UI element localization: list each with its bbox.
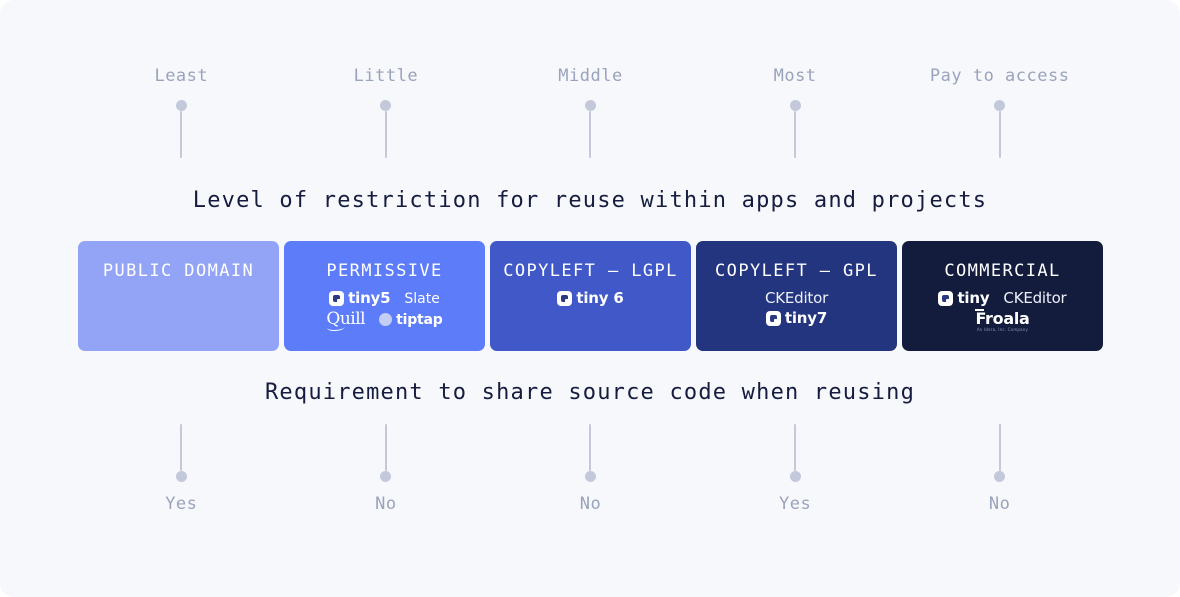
tinymce-mark-icon [765, 311, 781, 326]
tinymce-logo-label: tiny7 [784, 309, 828, 327]
froala-logo-sublabel: An Idera, Inc. Company [976, 327, 1029, 332]
ckeditor-logo: CKEditor [765, 291, 828, 306]
license-category-title: PUBLIC DOMAIN [102, 261, 255, 281]
scale-top-marker: Least [79, 66, 284, 166]
froala-logo-label: Froala [975, 309, 1030, 328]
product-logo-row: Quill tiptap [326, 309, 443, 331]
scale-top-marker: Pay to access [897, 66, 1102, 166]
pin-dot-icon [994, 100, 1006, 111]
restriction-scale-top: Least Little Middle Most Pay to access [79, 66, 1102, 166]
tinymce-mark-icon [557, 291, 573, 306]
pin-line-icon [998, 424, 1001, 471]
product-logo-row: CKEditor [765, 291, 828, 306]
caption-restriction-level: Level of restriction for reuse within ap… [192, 188, 988, 213]
product-logo-row: tiny CKEditor [938, 289, 1067, 307]
tinymce-logo: tiny7 [765, 309, 828, 327]
scale-top-label: Least [154, 66, 209, 86]
scale-bottom-label: No [579, 494, 602, 514]
license-category-box[interactable]: COPYLEFT — LGPL tiny 6 [490, 241, 691, 351]
tiptap-logo: tiptap [379, 311, 443, 328]
pin-line-icon [384, 111, 387, 158]
product-logo-row: tiny7 [765, 309, 828, 327]
tinymce-logo: tiny [938, 289, 990, 307]
pin-line-icon [384, 424, 387, 471]
pin-dot-icon [789, 100, 801, 111]
scale-top-marker: Most [693, 66, 898, 166]
caption-source-sharing: Requirement to share source code when re… [264, 380, 916, 405]
pin-line-icon [794, 424, 797, 471]
sharing-scale-bottom: Yes No No Yes No [79, 424, 1102, 524]
pin-line-icon [794, 111, 797, 158]
license-category-title: COPYLEFT — LGPL [503, 261, 678, 281]
scale-bottom-marker: No [284, 424, 489, 524]
scale-bottom-marker: No [897, 424, 1102, 524]
pin-line-icon [589, 424, 592, 471]
pin-dot-icon [175, 100, 187, 111]
tinymce-logo: tiny 6 [557, 289, 624, 307]
tinymce-logo-label: tiny5 [348, 289, 391, 307]
scale-bottom-label: Yes [165, 494, 198, 514]
product-logo-group: tiny 6 [557, 289, 624, 307]
scale-bottom-marker: Yes [693, 424, 898, 524]
license-category-title: COPYLEFT — GPL [715, 261, 878, 281]
pin-dot-icon [584, 100, 596, 111]
ckeditor-logo-label: CKEditor [1003, 289, 1067, 307]
scale-top-label: Middle [558, 66, 623, 86]
scale-bottom-label: Yes [778, 494, 812, 514]
quill-swoosh-icon [327, 323, 346, 331]
scale-top-marker: Little [284, 66, 489, 166]
ckeditor-logo: CKEditor [1003, 291, 1066, 306]
tiptap-mark-icon [379, 313, 393, 326]
pin-line-icon [998, 111, 1001, 158]
scale-bottom-marker: No [488, 424, 693, 524]
ckeditor-logo-label: CKEditor [764, 289, 829, 307]
scale-top-label: Little [353, 66, 419, 86]
tinymce-logo-label: tiny 6 [576, 289, 624, 307]
license-category-box[interactable]: PUBLIC DOMAIN [78, 241, 279, 351]
tinymce-mark-icon [938, 291, 954, 306]
tinymce-logo-label: tiny [957, 289, 990, 307]
product-logo-row: tiny5 Slate [329, 291, 440, 306]
tinymce-mark-icon [329, 291, 345, 306]
pin-dot-icon [584, 471, 596, 482]
license-category-title: PERMISSIVE [326, 261, 443, 281]
pin-dot-icon [994, 471, 1006, 482]
pin-dot-icon [380, 471, 392, 482]
quill-logo: Quill [326, 309, 366, 331]
pin-dot-icon [380, 100, 392, 111]
tiptap-logo-label: tiptap [396, 311, 443, 328]
slate-logo: Slate [404, 292, 439, 306]
license-category-box[interactable]: COPYLEFT — GPL CKEditor tiny7 [696, 241, 897, 351]
product-logo-group: CKEditor tiny7 [765, 291, 828, 326]
pin-dot-icon [175, 471, 187, 482]
scale-bottom-marker: Yes [79, 424, 284, 524]
scale-top-label: Pay to access [929, 66, 1070, 86]
slate-logo-label: Slate [404, 290, 440, 307]
license-category-title: COMMERCIAL [944, 261, 1061, 281]
pin-line-icon [180, 424, 183, 471]
scale-bottom-label: No [988, 494, 1011, 514]
product-logo-row: tiny 6 [557, 289, 624, 307]
pin-dot-icon [789, 471, 801, 482]
scale-bottom-label: No [375, 494, 397, 514]
scale-top-label: Most [773, 66, 817, 86]
tinymce-logo: tiny5 [329, 289, 391, 307]
pin-line-icon [180, 111, 183, 158]
pin-line-icon [589, 111, 592, 158]
quill-logo-label: Quill [326, 309, 366, 331]
scale-top-marker: Middle [488, 66, 693, 166]
